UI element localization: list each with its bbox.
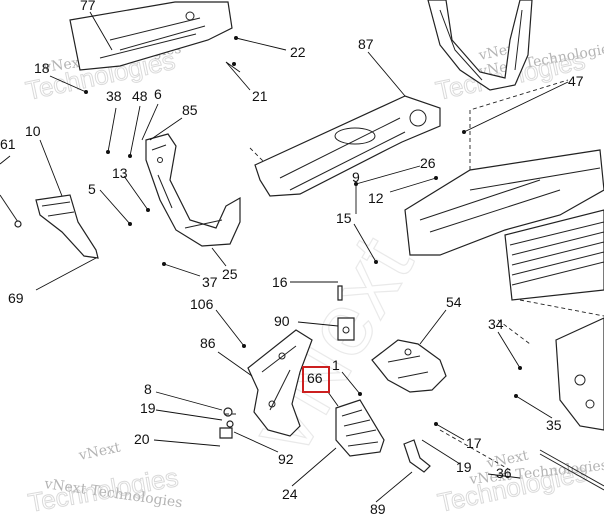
callout-66: 66	[307, 370, 323, 386]
callout-25: 25	[222, 266, 238, 282]
callout-106: 106	[190, 296, 214, 312]
callout-labels: 77 22 87 47 18 38 48 6 21 85 61 10 13 26…	[0, 0, 584, 517]
callout-13: 13	[112, 165, 128, 181]
part-small-bracket-90	[337, 317, 355, 341]
callout-20: 20	[134, 431, 150, 447]
callout-36: 36	[496, 465, 512, 481]
callout-26: 26	[420, 155, 436, 171]
callout-10: 10	[25, 123, 41, 139]
part-bracket-54	[371, 339, 447, 393]
part-hardware-8-19	[219, 407, 234, 439]
callout-34: 34	[488, 316, 504, 332]
callout-18: 18	[34, 60, 50, 76]
callout-19: 19	[456, 459, 472, 475]
callout-12: 12	[368, 190, 384, 206]
callout-47: 47	[568, 73, 584, 89]
callout-77: 77	[80, 0, 96, 13]
part-66-step-plate	[335, 399, 385, 457]
callout-87: 87	[358, 36, 374, 52]
part-top-rail	[69, 1, 233, 71]
part-mount-86	[247, 329, 313, 437]
part-bracket-left	[35, 194, 99, 259]
callout-54: 54	[446, 294, 462, 310]
callout-90: 90	[274, 313, 290, 329]
part-center-upright	[145, 133, 241, 247]
leader-lines	[0, 11, 569, 503]
callout-86: 86	[200, 335, 216, 351]
part-floor-panel	[254, 95, 441, 197]
callout-21: 21	[252, 88, 268, 104]
callout-6: 6	[154, 86, 162, 102]
callout-19: 19	[140, 400, 156, 416]
part-right-lower-frame	[539, 317, 604, 491]
callout-5: 5	[88, 181, 96, 197]
callout-38: 38	[106, 88, 122, 104]
callout-15: 15	[336, 210, 352, 226]
callout-92: 92	[278, 451, 294, 467]
part-right-chassis	[404, 149, 604, 301]
callout-61: 61	[0, 136, 16, 152]
callout-8: 8	[144, 381, 152, 397]
part-frame-top-right	[427, 0, 533, 91]
callout-37: 37	[202, 274, 218, 290]
callout-24: 24	[282, 486, 298, 502]
watermark-text: vNext	[77, 439, 123, 464]
callout-89: 89	[370, 501, 386, 517]
part-pin-16	[337, 285, 343, 301]
callout-35: 35	[546, 417, 562, 433]
callout-9: 9	[352, 169, 360, 185]
assembly-dashed-lines	[222, 79, 604, 471]
part-bolt-61	[0, 194, 22, 228]
callout-85: 85	[182, 102, 198, 118]
watermark-outline: Technologies	[26, 462, 181, 518]
callout-1: 1	[332, 357, 340, 373]
callout-22: 22	[290, 44, 306, 60]
callout-69: 69	[8, 290, 24, 306]
callout-48: 48	[132, 88, 148, 104]
part-bracket-89	[403, 439, 431, 473]
callout-16: 16	[272, 274, 288, 290]
callout-17: 17	[466, 435, 482, 451]
highlight-box-66	[302, 366, 330, 393]
